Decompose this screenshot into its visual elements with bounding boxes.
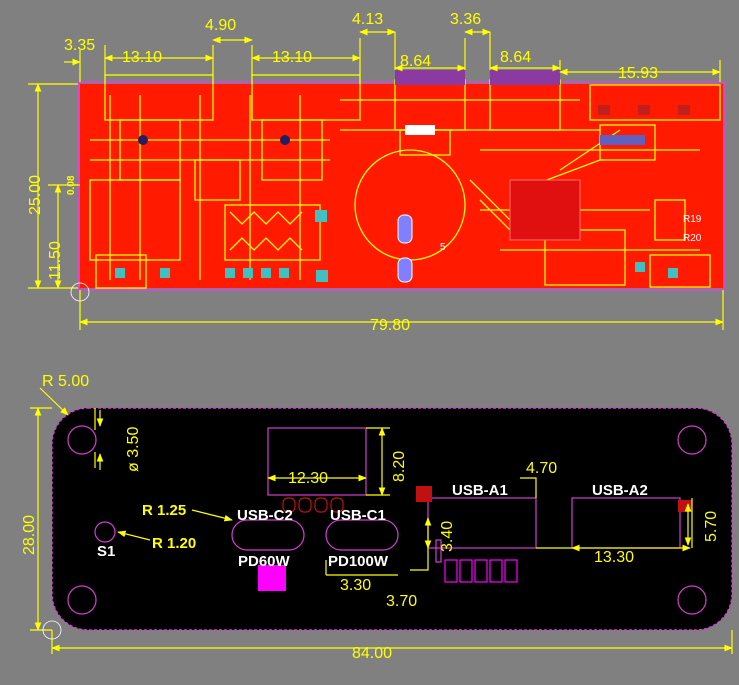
dim-r-5-00: R 5.00	[42, 373, 89, 390]
dim-13-30: 13.30	[594, 549, 634, 566]
dim-4-90: 4.90	[205, 17, 236, 34]
refdes-5: 5	[440, 242, 446, 253]
switch-s1-hole	[94, 521, 116, 543]
top-board: R19 R20 5	[27, 11, 726, 334]
usb-c-pins	[282, 497, 344, 513]
pd60w-pad	[258, 565, 286, 591]
dim-4-70: 4.70	[526, 460, 557, 477]
label-usb-c2: USB-C2	[237, 507, 293, 524]
dim-dia-3-50: ø 3.50	[125, 427, 142, 472]
dim-3-35: 3.35	[64, 37, 95, 54]
dim-28-00: 28.00	[21, 515, 38, 555]
label-usb-a2: USB-A2	[592, 482, 648, 499]
usb-a1-pads	[444, 559, 518, 583]
top-origin-marker	[70, 282, 90, 302]
dim-4-13: 4.13	[352, 11, 383, 28]
dim-15-93: 15.93	[618, 65, 658, 82]
dim-8-20: 8.20	[391, 451, 408, 482]
dim-13-10-b: 13.10	[272, 49, 312, 66]
dim-84-00: 84.00	[352, 645, 392, 662]
dim-13-10-a: 13.10	[122, 49, 162, 66]
dim-3-40: 3.40	[439, 521, 456, 552]
mount-hole-top-left	[67, 425, 97, 455]
dim-r-1-20: R 1.20	[152, 535, 196, 552]
label-pd100w: PD100W	[328, 553, 389, 570]
dim-5-70: 5.70	[703, 511, 720, 542]
label-pd60w: PD60W	[238, 553, 291, 570]
refdes-r20: R20	[683, 233, 702, 244]
label-usb-a1: USB-A1	[452, 482, 508, 499]
mount-hole-bottom-right	[677, 585, 707, 615]
dim-3-70: 3.70	[386, 593, 417, 610]
bottom-board-outline	[51, 407, 733, 631]
dim-3-30: 3.30	[340, 577, 371, 594]
dim-25-00: 25.00	[27, 175, 44, 215]
refdes-r19: R19	[683, 214, 702, 225]
label-s1: S1	[97, 543, 115, 560]
usb-a2-keepout-pad	[678, 500, 692, 512]
dim-3-36: 3.36	[450, 11, 481, 28]
mount-hole-bottom-left	[67, 585, 97, 615]
dim-11-50: 11.50	[47, 241, 64, 280]
dim-r-1-25: R 1.25	[142, 502, 186, 519]
dim-8-64-b: 8.64	[500, 49, 531, 66]
bottom-dimension-lines	[30, 387, 733, 654]
top-dimension-lines	[28, 28, 724, 330]
dim-0-08: 0.08	[66, 175, 77, 195]
usb-a1-keepout-pad	[416, 486, 432, 502]
mount-hole-top-right	[677, 425, 707, 455]
top-board-components	[115, 70, 690, 283]
bottom-origin-marker	[42, 620, 62, 640]
bottom-board: R 5.00 ø 3.50 28.00 84.00 12.30 8.20 4.7…	[21, 373, 733, 662]
dim-79-80: 79.80	[370, 317, 410, 334]
dim-12-30: 12.30	[288, 470, 328, 487]
label-usb-c1: USB-C1	[330, 507, 386, 524]
top-board-copper	[80, 84, 723, 288]
dim-8-64-a: 8.64	[400, 53, 431, 70]
